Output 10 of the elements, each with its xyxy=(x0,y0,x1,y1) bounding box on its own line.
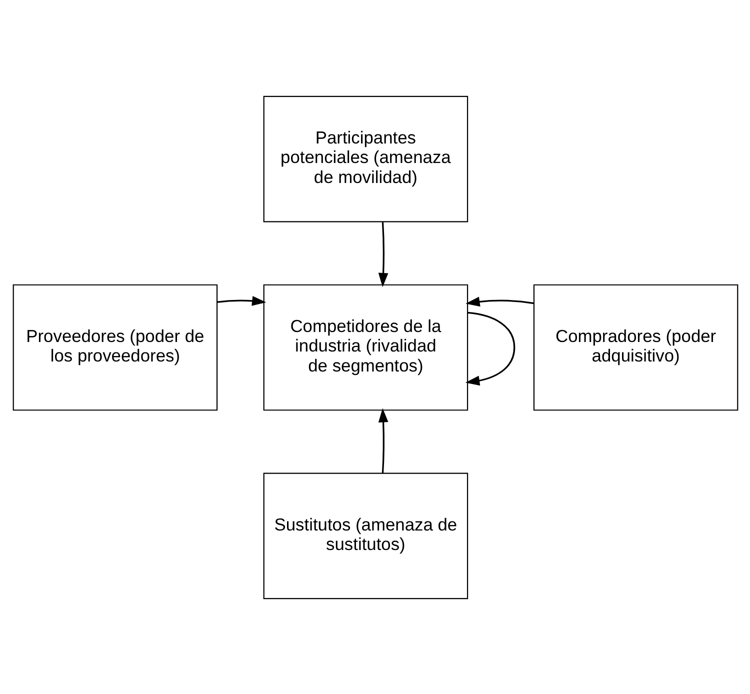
node-box: Participantes potenciales (amenaza de movilidad) xyxy=(262,95,468,222)
arrow xyxy=(464,311,515,386)
arrow xyxy=(378,222,388,287)
arrow xyxy=(216,295,266,306)
node-box: Sustitutos (amenaza de sustitutos) xyxy=(262,472,468,599)
node-box: Compradores (poder adquisitivo) xyxy=(532,284,738,410)
arrow xyxy=(378,408,388,473)
node-box: Competidores de la industria (rivalidad de segmentos) xyxy=(262,284,468,410)
node-box: Proveedores (poder de los proveedores) xyxy=(12,284,218,410)
arrow xyxy=(465,296,534,306)
